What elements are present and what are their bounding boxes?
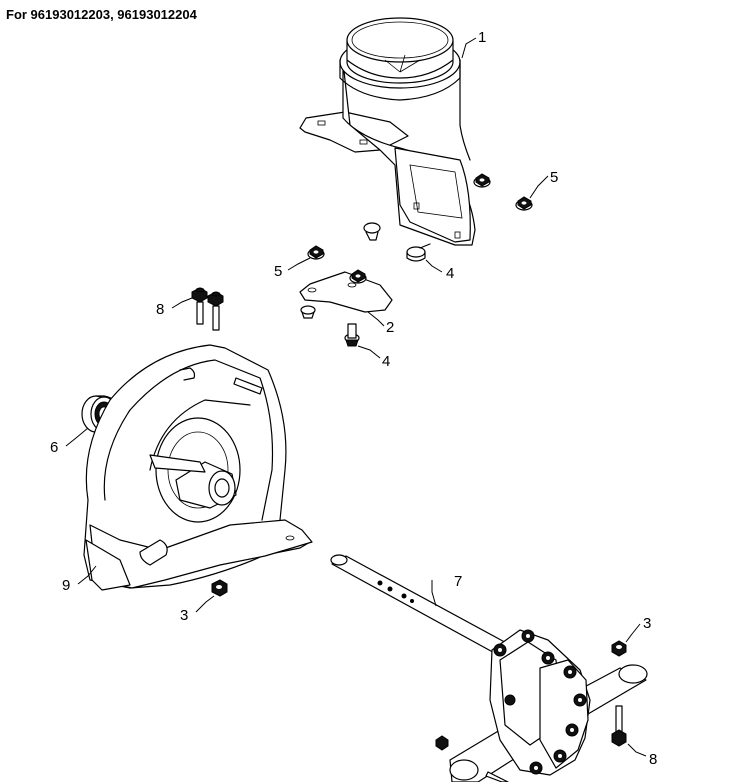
part-4-bolt-b — [344, 323, 360, 347]
callout-9: 9 — [62, 577, 70, 594]
callout-8a: 8 — [156, 301, 164, 318]
part-5-nut-c — [307, 245, 325, 260]
part-1-chute-base — [299, 17, 476, 246]
part-2-keeper-plate — [299, 271, 393, 313]
part-9-auger-housing — [83, 344, 313, 591]
callout-7: 7 — [454, 573, 462, 590]
callout-6: 6 — [50, 439, 58, 456]
part-8-bolts-a — [191, 287, 224, 331]
callout-5a: 5 — [550, 169, 558, 186]
model-header: For 96193012203, 96193012204 — [6, 7, 197, 22]
callout-1: 1 — [478, 29, 486, 46]
callout-5b: 5 — [274, 263, 282, 280]
part-4-bolt-d — [300, 305, 316, 319]
callout-8b: 8 — [649, 751, 657, 768]
part-8-bolt-b — [611, 705, 627, 747]
leader-lines — [65, 37, 647, 757]
gearbox-assembly — [435, 629, 648, 782]
callout-2: 2 — [386, 319, 394, 336]
callout-4a: 4 — [446, 265, 454, 282]
part-7-drive-shaft — [330, 554, 513, 657]
part-3-nut-b — [611, 640, 627, 657]
part-5-nut-b — [515, 196, 533, 211]
part-5-nut-a — [473, 173, 491, 188]
callout-3b: 3 — [643, 615, 651, 632]
part-4-bolt-a — [406, 243, 431, 262]
callout-labels: 1 2 3 3 4 4 5 5 6 7 8 8 9 — [50, 29, 657, 768]
callout-4b: 4 — [382, 353, 390, 370]
part-3-nut-a — [211, 579, 228, 597]
callout-3a: 3 — [180, 607, 188, 624]
part-4-bolt-c — [363, 222, 381, 241]
part-5-nut-d — [349, 269, 367, 284]
